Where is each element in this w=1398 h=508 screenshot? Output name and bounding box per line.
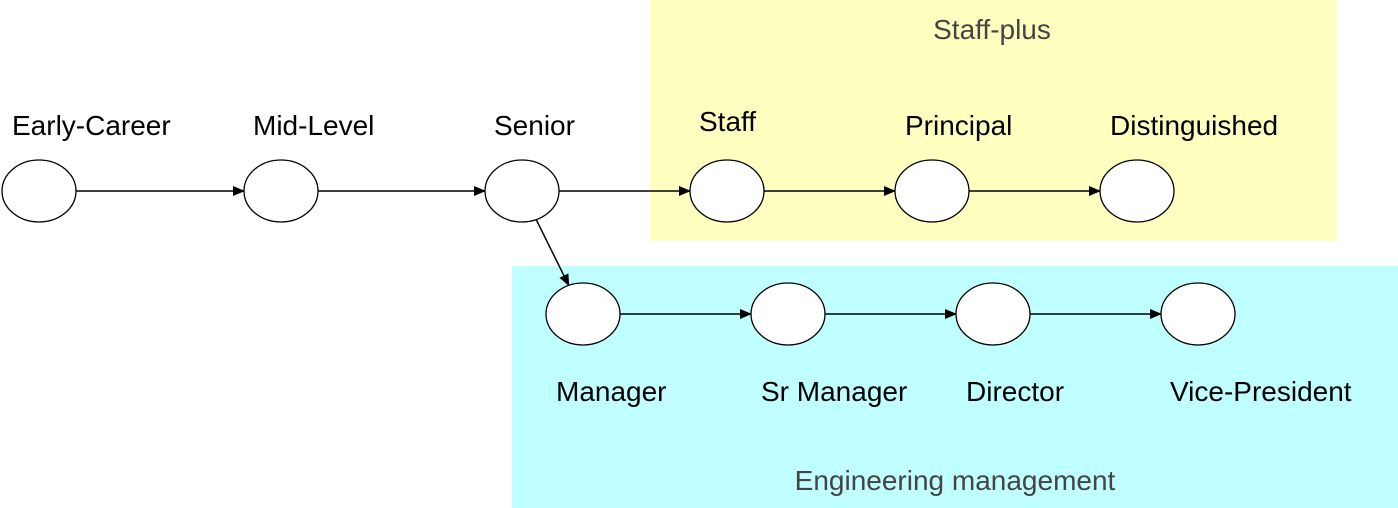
edges-layer [76, 186, 1162, 319]
node-senior[interactable] [484, 159, 560, 223]
node-label-early-career: Early-Career [12, 110, 171, 141]
staff-plus-group-label: Staff-plus [933, 14, 1051, 45]
node-label-mid-level: Mid-Level [253, 110, 374, 141]
node-principal[interactable] [894, 159, 970, 223]
node-sr-manager[interactable] [750, 282, 826, 346]
nodes-layer [1, 159, 1236, 346]
node-label-senior: Senior [494, 110, 575, 141]
node-label-staff: Staff [699, 106, 756, 137]
node-label-principal: Principal [905, 110, 1012, 141]
node-label-sr-manager: Sr Manager [761, 376, 907, 407]
node-early-career[interactable] [1, 159, 77, 223]
engineering-management-group [512, 266, 1398, 508]
node-director[interactable] [955, 282, 1031, 346]
node-label-distinguished: Distinguished [1110, 110, 1278, 141]
node-mid-level[interactable] [243, 159, 319, 223]
node-manager[interactable] [545, 282, 621, 346]
engineering-management-group-label: Engineering management [795, 465, 1116, 496]
edge-senior-to-manager [535, 219, 570, 287]
node-label-director: Director [966, 376, 1064, 407]
node-label-manager: Manager [556, 376, 667, 407]
node-vice-president[interactable] [1160, 282, 1236, 346]
labels-layer: Early-Career Mid-Level Senior Staff Principa… [12, 106, 1352, 407]
node-staff[interactable] [689, 159, 765, 223]
staff-plus-group [650, 0, 1337, 241]
node-distinguished[interactable] [1099, 159, 1175, 223]
node-label-vice-president: Vice-President [1170, 376, 1352, 407]
